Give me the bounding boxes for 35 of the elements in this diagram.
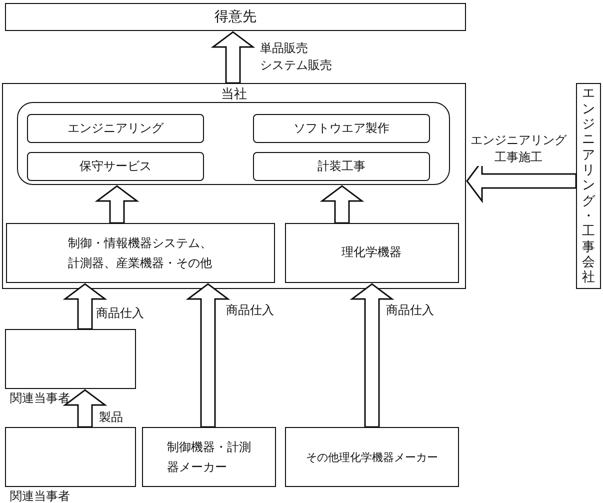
block-arrow xyxy=(62,283,108,330)
company-panel xyxy=(2,83,466,289)
process-box xyxy=(253,114,430,143)
note-text: 関連当事者 xyxy=(10,488,70,503)
box-text: ソフトウエア製作 xyxy=(294,120,390,137)
process-box xyxy=(5,427,136,487)
block-arrow xyxy=(350,283,394,428)
process-box xyxy=(5,329,136,389)
process-box xyxy=(6,222,274,282)
block-arrow xyxy=(94,185,140,224)
box-text: その他理化学機器メーカー xyxy=(306,450,438,464)
process-box xyxy=(27,114,204,143)
process-box xyxy=(253,152,430,181)
block-arrow xyxy=(62,389,108,428)
block-arrow xyxy=(186,283,230,428)
block-arrow xyxy=(320,185,364,224)
process-box xyxy=(5,3,466,31)
note-text: 関連当事者 xyxy=(10,390,70,407)
edge-label: エンジニアリング工事施工 xyxy=(468,132,569,166)
block-arrow xyxy=(210,31,256,84)
process-box xyxy=(284,222,458,282)
box-text: 計装工事 xyxy=(318,158,366,175)
box-text: 制御機器・計測器メーカー xyxy=(166,439,252,476)
box-text: 制御・情報機器システム、計測器、産業機器・その他 xyxy=(67,234,213,272)
process-box xyxy=(27,152,204,181)
process-box xyxy=(576,83,601,289)
box-text: 理化学機器 xyxy=(342,244,402,261)
box-text: エンジニアリング xyxy=(68,120,164,137)
box-text: 保守サービス xyxy=(80,158,152,175)
box-text: 得意先 xyxy=(214,8,256,26)
process-box xyxy=(142,427,276,487)
group-frame xyxy=(16,102,450,184)
heading: 当社 xyxy=(220,86,248,103)
box-text: エンジニアリング・工事会社 xyxy=(582,86,595,286)
process-box xyxy=(285,427,459,487)
